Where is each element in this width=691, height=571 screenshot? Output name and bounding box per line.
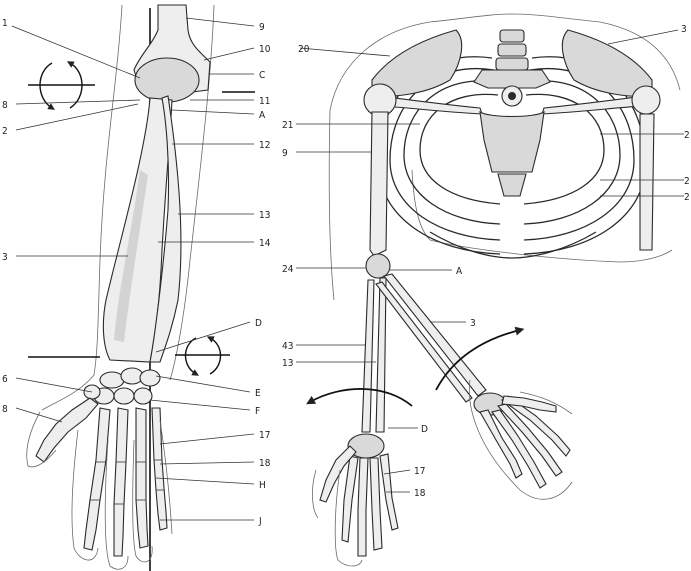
- label: 2: [684, 130, 690, 141]
- label: 43: [282, 341, 293, 352]
- label: H: [259, 480, 266, 491]
- label: 10: [259, 44, 271, 55]
- label: D: [255, 318, 262, 329]
- label: 12: [259, 140, 270, 151]
- finger-bones: [84, 408, 167, 556]
- right-shoulder-figure: 20 21 9 24 43 13 3 2 2 2 A 3 D 17 18: [282, 14, 690, 566]
- label: 18: [414, 488, 426, 499]
- label: 18: [259, 458, 271, 469]
- motion-arrow-icon: [310, 389, 412, 406]
- left-labels-left-column: 1 8 2 3 6 8: [2, 18, 8, 415]
- rotation-arrows-icon: [28, 63, 95, 108]
- forearm-radius: [362, 280, 374, 432]
- label: 2: [684, 192, 690, 203]
- hand-rotated: [474, 393, 570, 488]
- label: J: [258, 516, 262, 527]
- elbow-condyle: [135, 58, 199, 102]
- label: 9: [259, 22, 265, 33]
- forearm-rotated: [384, 274, 486, 396]
- thumb-bones: [36, 398, 98, 462]
- elbow-joint: [366, 254, 390, 278]
- label: 3: [2, 252, 8, 263]
- label: 8: [2, 100, 8, 111]
- label: 17: [414, 466, 425, 477]
- label: D: [421, 424, 428, 435]
- label: 11: [259, 96, 270, 107]
- label: 17: [259, 430, 270, 441]
- label: 21: [282, 120, 293, 131]
- left-forearm-figure: 1 8 2 3 6 8 9 10 C 11 A 12 13 14 D E F 1…: [2, 5, 271, 571]
- label: A: [259, 110, 266, 121]
- humeral-head-left: [364, 84, 396, 116]
- label: 13: [259, 210, 270, 221]
- label: E: [255, 388, 261, 399]
- label: 8: [2, 404, 8, 415]
- label: 14: [259, 238, 271, 249]
- label: 6: [2, 374, 8, 385]
- label: C: [259, 70, 265, 81]
- sternum: [480, 112, 544, 172]
- label: 1: [2, 18, 8, 29]
- label: 20: [298, 44, 310, 55]
- label: A: [456, 266, 463, 277]
- forearm-ulna: [376, 278, 386, 432]
- label: 24: [282, 264, 294, 275]
- label: 13: [282, 358, 293, 369]
- label: 3: [681, 24, 687, 35]
- right-figure-labels-left: 20 21 9 24 43 13: [282, 44, 310, 369]
- humerus-left-side: [370, 112, 388, 256]
- carpal-bones: [84, 368, 160, 404]
- hand-lower: [320, 434, 398, 556]
- humeral-head-right: [632, 86, 660, 114]
- label: 3: [470, 318, 476, 329]
- left-labels-right-column: 9 10 C 11 A 12 13 14 D E F 17 18 H J: [255, 22, 271, 527]
- label: 2: [2, 126, 8, 137]
- label: 9: [282, 148, 288, 159]
- clavicle-right: [542, 96, 644, 114]
- label: 2: [684, 176, 690, 187]
- xiphoid: [498, 174, 526, 196]
- label: F: [255, 406, 260, 417]
